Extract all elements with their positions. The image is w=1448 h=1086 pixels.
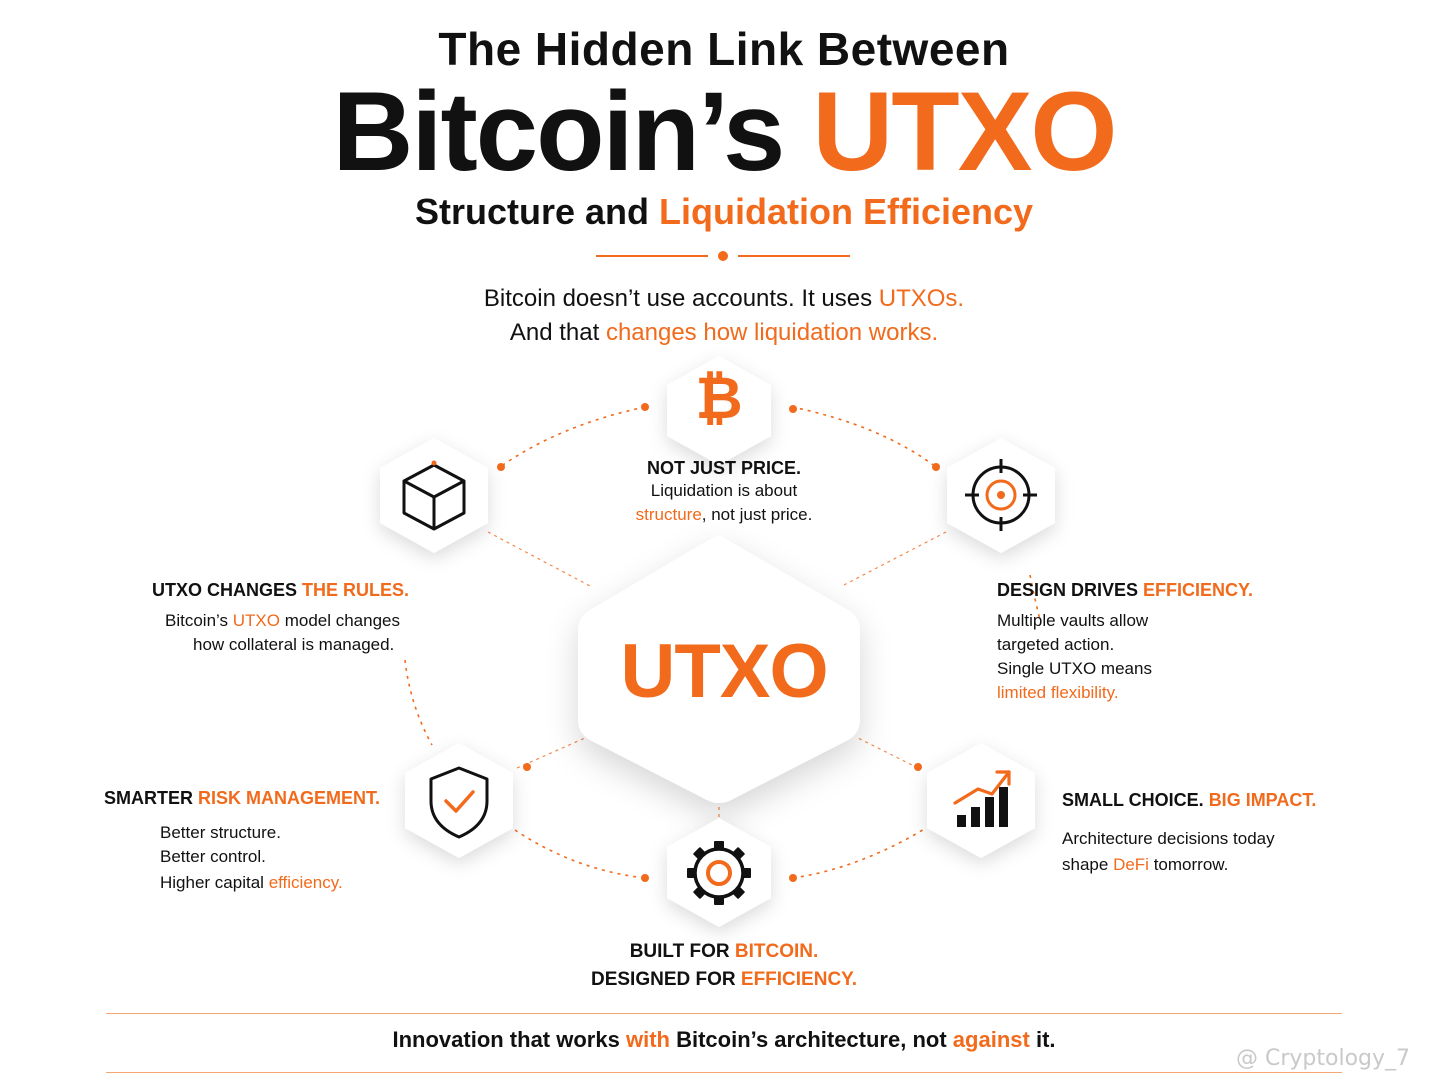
shield-check-icon bbox=[429, 766, 489, 839]
title-utxo-word: UTXO bbox=[812, 69, 1117, 194]
hex-top bbox=[667, 356, 771, 465]
node-br-text-2-dark: shape bbox=[1062, 855, 1109, 874]
node-br-title-dark: SMALL CHOICE. bbox=[1062, 790, 1204, 810]
node-not-just-price: NOT JUST PRICE. Liquidation is about str… bbox=[560, 458, 888, 527]
node-left-text-1-accent: UTXO bbox=[232, 611, 280, 630]
node-top-dark: , not just price. bbox=[701, 505, 813, 524]
cube-icon bbox=[402, 460, 466, 531]
gear-icon bbox=[687, 841, 751, 905]
title-line-2: Bitcoin’s UTXO bbox=[0, 72, 1448, 192]
node-bl-text-2: Better control. bbox=[160, 847, 266, 866]
node-right-title-dark: DESIGN DRIVES bbox=[997, 580, 1139, 600]
node-top-accent: structure bbox=[635, 505, 702, 524]
node-right-title-accent: EFFICIENCY. bbox=[1143, 580, 1254, 600]
node-left-text-2: how collateral is managed. bbox=[193, 635, 395, 654]
node-left-text-1a: Bitcoin’s bbox=[165, 611, 228, 630]
node-top-text-1: Liquidation is about bbox=[650, 481, 798, 500]
title-line-3: Structure and Liquidation Efficiency bbox=[0, 191, 1448, 233]
footer-part-against: against bbox=[952, 1027, 1030, 1052]
node-bl-text-1: Better structure. bbox=[160, 823, 281, 842]
node-bl-text-3: Higher capital efficiency. bbox=[160, 871, 484, 895]
intro-line-1-accent: UTXOs. bbox=[878, 285, 965, 312]
hex-bottom-left bbox=[405, 743, 513, 858]
node-br-text-2-accent: DeFi bbox=[1113, 855, 1149, 874]
node-right-title: DESIGN DRIVES EFFICIENCY. bbox=[997, 580, 1397, 601]
footer-part-a: Innovation that works bbox=[392, 1027, 620, 1052]
node-utxo-changes-rules: UTXO CHANGES THE RULES. Bitcoin’s UTXO m… bbox=[110, 580, 490, 657]
node-smarter-risk-management: SMARTER RISK MANAGEMENT. Better structur… bbox=[104, 788, 484, 895]
node-top-title: NOT JUST PRICE. bbox=[646, 458, 802, 478]
node-bl-title-dark: SMARTER bbox=[104, 788, 193, 808]
target-icon bbox=[965, 459, 1037, 531]
footer-bottom-divider bbox=[106, 1072, 1342, 1073]
node-top-text-2: structure, not just price. bbox=[560, 503, 888, 527]
growth-chart-icon bbox=[953, 770, 1011, 827]
intro-line-2-dark: And that bbox=[509, 319, 600, 346]
node-bl-text-3-accent: efficiency. bbox=[268, 873, 343, 892]
node-left-text-1b: model changes bbox=[284, 611, 401, 630]
title-liquidation-text: Liquidation Efficiency bbox=[659, 191, 1034, 232]
node-left-text-1: Bitcoin’s UTXO model changes bbox=[165, 609, 490, 633]
node-bl-title-accent: RISK MANAGEMENT. bbox=[198, 788, 381, 808]
spokes bbox=[487, 531, 947, 822]
bitcoin-icon: ₿ bbox=[695, 366, 742, 431]
intro-text: Bitcoin doesn’t use accounts. It uses UT… bbox=[0, 282, 1448, 350]
node-bottom-line-2-dark: DESIGNED FOR bbox=[590, 969, 736, 990]
title-line-1: The Hidden Link Between bbox=[0, 22, 1448, 76]
node-left-title-accent: THE RULES. bbox=[302, 580, 410, 600]
node-small-choice-big-impact: SMALL CHOICE. BIG IMPACT. Architecture d… bbox=[1062, 790, 1442, 877]
node-left-title-dark: UTXO CHANGES bbox=[152, 580, 298, 600]
title-structure-text: Structure and bbox=[414, 191, 649, 232]
intro-line-2-accent: changes how liquidation works. bbox=[605, 319, 939, 346]
node-bottom-line-2-accent: EFFICIENCY. bbox=[740, 969, 858, 990]
center-hexagon bbox=[578, 535, 860, 803]
node-design-drives-efficiency: DESIGN DRIVES EFFICIENCY. Multiple vault… bbox=[997, 580, 1397, 705]
node-br-text-2: shape DeFi tomorrow. bbox=[1062, 853, 1442, 877]
footer-tagline: Innovation that works with Bitcoin’s arc… bbox=[0, 1027, 1448, 1053]
footer-top-divider bbox=[106, 1013, 1342, 1014]
footer-part-c: Bitcoin’s architecture, not bbox=[676, 1027, 947, 1052]
svg-text:₿: ₿ bbox=[695, 366, 742, 431]
node-right-text-3: Single UTXO means bbox=[997, 659, 1152, 678]
node-right-text-1: Multiple vaults allow bbox=[997, 611, 1149, 630]
node-bottom-line-2: DESIGNED FOR EFFICIENCY. bbox=[470, 966, 978, 994]
node-br-text-1: Architecture decisions today bbox=[1062, 829, 1275, 848]
node-bottom-line-1-accent: BITCOIN. bbox=[734, 941, 819, 962]
center-utxo-label: UTXO bbox=[620, 629, 828, 714]
title-line-1-text: The Hidden Link Between bbox=[438, 23, 1010, 75]
node-bottom-line-1: BUILT FOR BITCOIN. bbox=[470, 938, 978, 966]
node-bl-text-3-dark: Higher capital bbox=[160, 873, 264, 892]
node-br-title: SMALL CHOICE. BIG IMPACT. bbox=[1062, 790, 1442, 811]
footer-part-with: with bbox=[625, 1027, 670, 1052]
node-br-text-2b: tomorrow. bbox=[1153, 855, 1229, 874]
intro-line-1: Bitcoin doesn’t use accounts. It uses UT… bbox=[0, 282, 1448, 316]
node-left-title: UTXO CHANGES THE RULES. bbox=[152, 580, 490, 601]
outer-ring bbox=[404, 406, 1041, 879]
node-bottom-line-1-dark: BUILT FOR bbox=[629, 941, 730, 962]
node-bl-title: SMARTER RISK MANAGEMENT. bbox=[104, 788, 484, 809]
hex-bottom-right bbox=[927, 743, 1035, 858]
title-divider bbox=[596, 251, 850, 261]
node-right-text-4: limited flexibility. bbox=[997, 683, 1119, 702]
watermark: @ Cryptology_7 bbox=[1236, 1046, 1411, 1071]
title-bitcoin-word: Bitcoin’s bbox=[332, 69, 785, 194]
node-br-title-accent: BIG IMPACT. bbox=[1208, 790, 1317, 810]
ring-dots bbox=[497, 403, 940, 882]
intro-line-2: And that changes how liquidation works. bbox=[0, 316, 1448, 350]
footer-part-e: it. bbox=[1035, 1027, 1056, 1052]
node-right-text-2: targeted action. bbox=[997, 635, 1115, 654]
node-built-for-bitcoin: BUILT FOR BITCOIN. DESIGNED FOR EFFICIEN… bbox=[470, 938, 978, 994]
intro-line-1-dark: Bitcoin doesn’t use accounts. It uses bbox=[483, 285, 873, 312]
